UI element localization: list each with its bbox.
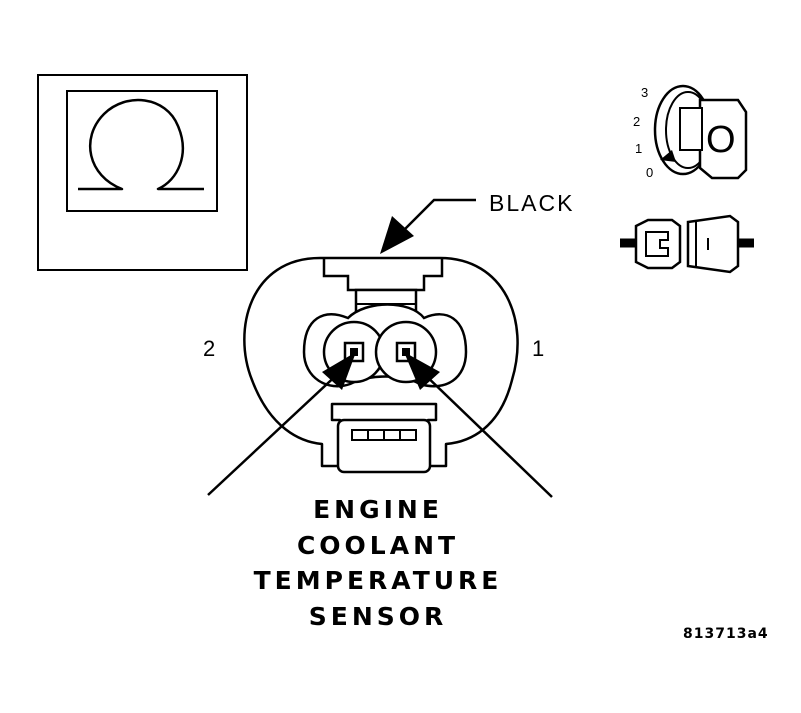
connector-color-leader — [380, 198, 476, 254]
ignition-key-icon: 3 2 1 0 O — [633, 84, 748, 180]
sensor-connector — [243, 256, 519, 474]
figure-id: 813713a4 — [683, 626, 769, 642]
sensor-title: ENGINE COOLANT TEMPERATURE SENSOR — [254, 495, 503, 631]
pin-2-arrow — [207, 352, 356, 496]
ignition-position-2: 2 — [633, 114, 640, 129]
ignition-position-3: 3 — [641, 85, 648, 100]
key-glyph: O — [706, 119, 736, 161]
title-line-1: ENGINE — [313, 495, 443, 524]
ignition-position-1: 1 — [635, 141, 642, 156]
connector-color-label: BLACK — [489, 190, 574, 216]
ohmmeter-icon — [37, 74, 248, 271]
ignition-position-0: 0 — [646, 165, 653, 180]
pin-1-arrow — [404, 352, 553, 498]
omega-icon — [78, 98, 204, 191]
title-line-4: SENSOR — [309, 602, 448, 631]
pin-1-label: 1 — [532, 336, 544, 361]
pin-2-label: 2 — [203, 336, 215, 361]
title-line-3: TEMPERATURE — [254, 566, 503, 595]
title-line-2: COOLANT — [297, 531, 459, 560]
connector-disconnect-icon — [620, 214, 754, 274]
